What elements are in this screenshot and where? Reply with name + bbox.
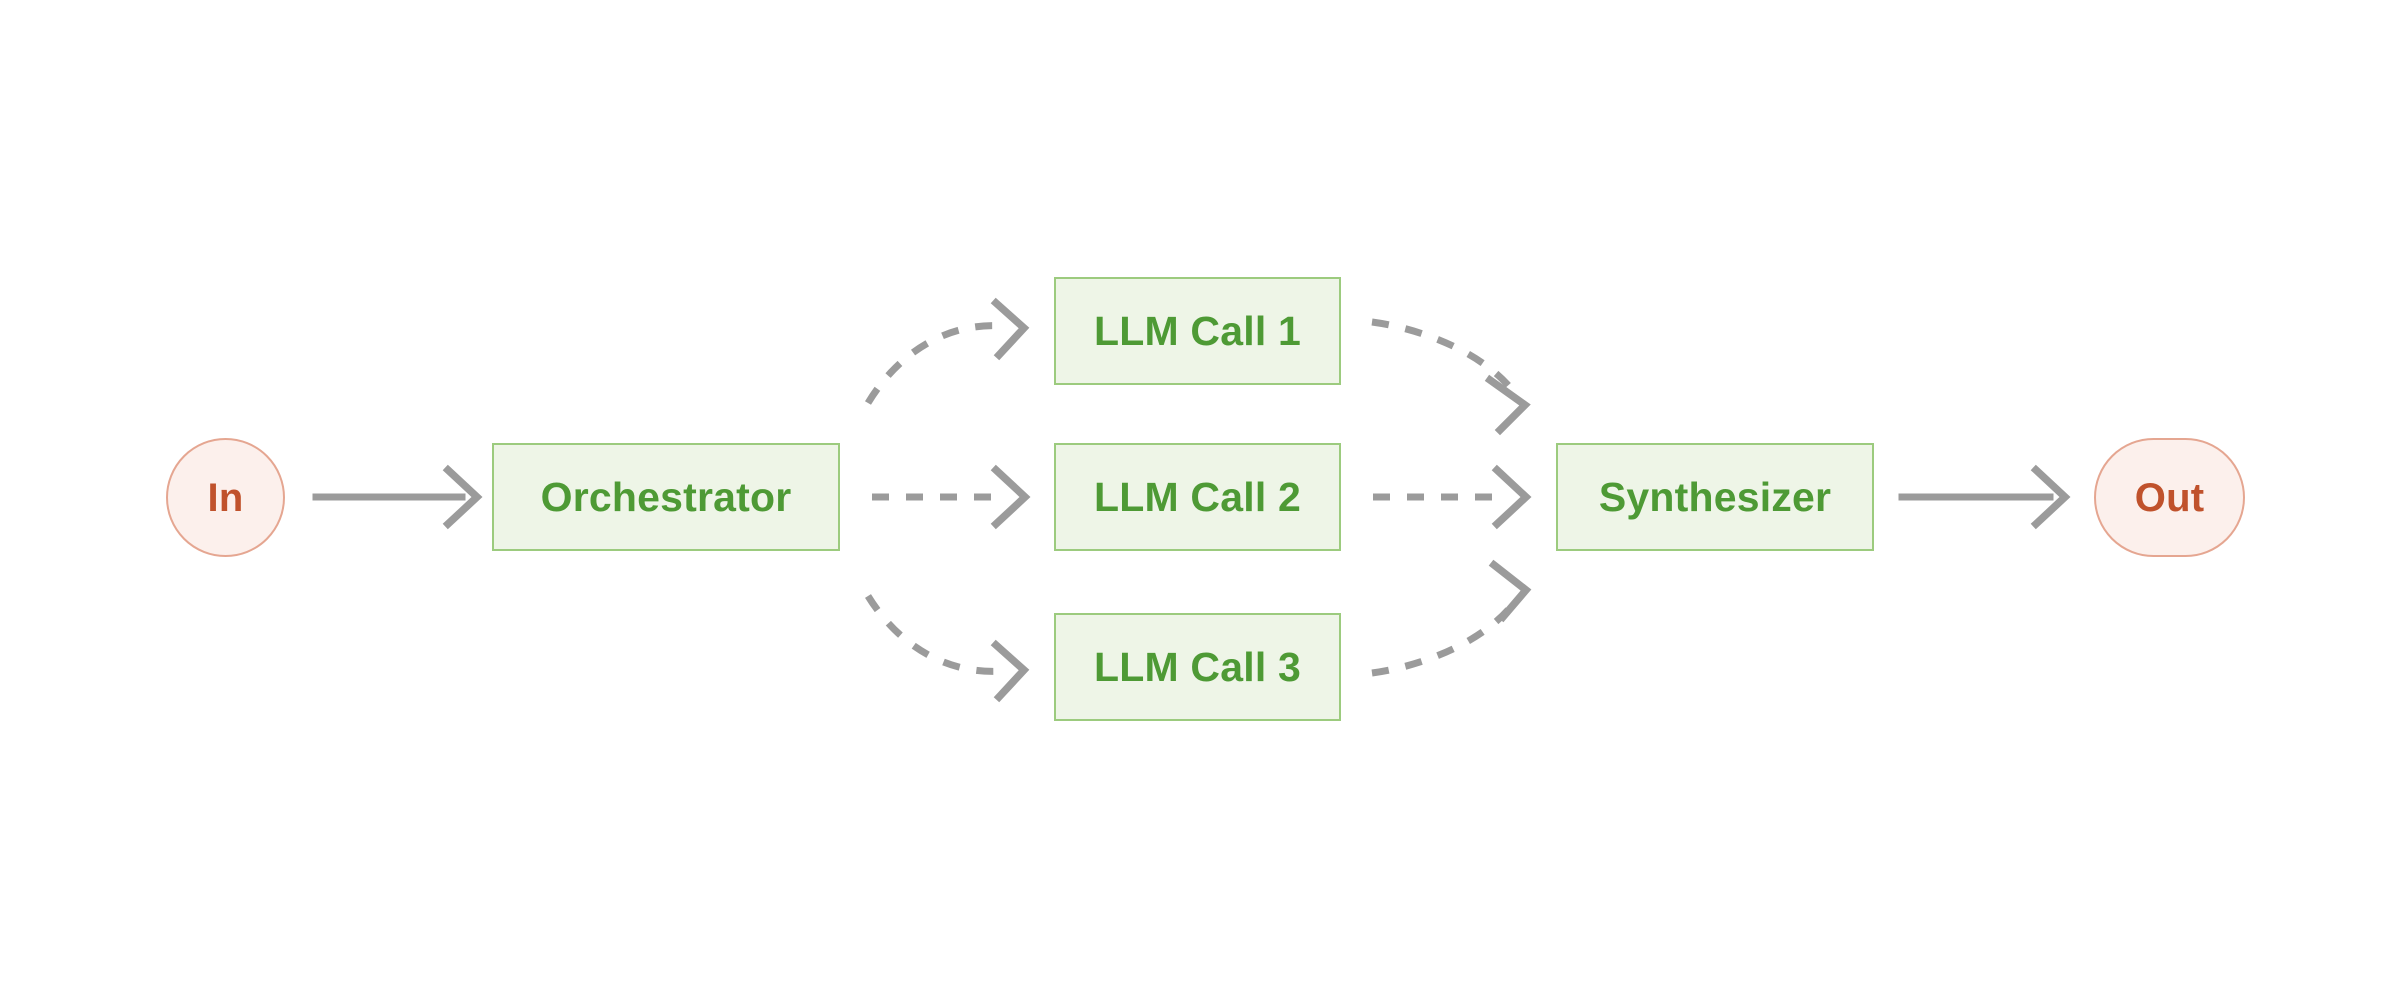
node-orchestrator-label: Orchestrator: [540, 473, 792, 520]
edge-orchestrator-to-llm-3: [865, 594, 1030, 703]
node-synthesizer[interactable]: Synthesizer: [1556, 443, 1874, 551]
node-llm-call-3-label: LLM Call 3: [1093, 643, 1302, 690]
edge-in-to-orchestrator: [312, 464, 483, 530]
node-llm-call-1-label: LLM Call 1: [1093, 307, 1302, 354]
edge-llm-2-to-synthesizer: [1373, 464, 1532, 530]
node-out-label: Out: [2134, 475, 2205, 520]
edge-synthesizer-to-out: [1898, 464, 2071, 530]
edge-orchestrator-to-llm-1: [865, 297, 1030, 405]
node-in[interactable]: In: [166, 438, 285, 557]
edge-llm-1-to-synthesizer: [1371, 318, 1531, 436]
node-llm-call-2[interactable]: LLM Call 2: [1054, 443, 1341, 551]
node-out[interactable]: Out: [2094, 438, 2245, 557]
node-synthesizer-label: Synthesizer: [1598, 473, 1832, 520]
node-llm-call-1[interactable]: LLM Call 1: [1054, 277, 1341, 385]
edge-llm-3-to-synthesizer: [1371, 559, 1532, 677]
node-llm-call-2-label: LLM Call 2: [1093, 473, 1302, 520]
edge-orchestrator-to-llm-2: [872, 464, 1031, 530]
node-llm-call-3[interactable]: LLM Call 3: [1054, 613, 1341, 721]
node-orchestrator[interactable]: Orchestrator: [492, 443, 840, 551]
node-in-label: In: [207, 475, 244, 520]
